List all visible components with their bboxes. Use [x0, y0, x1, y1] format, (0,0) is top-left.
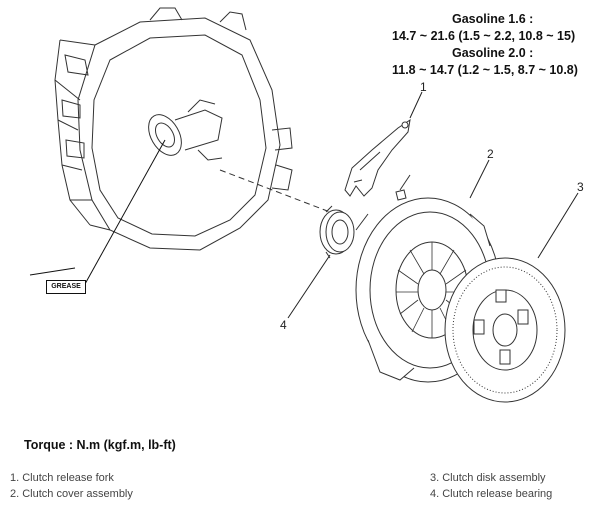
grease-tag: GREASE [46, 280, 86, 294]
callout-4: 4 [280, 318, 287, 332]
fork-bolt [395, 174, 411, 201]
callout-1: 1 [420, 80, 427, 94]
callout-2: 2 [487, 147, 494, 161]
clutch-exploded-diagram [29, 7, 579, 403]
legend-item-4: 4. Clutch release bearing [430, 488, 553, 500]
legend-item-1: 1. Clutch release fork [10, 472, 114, 484]
spec-gasoline-16-label: Gasoline 1.6 : [452, 12, 534, 26]
spec-gasoline-20-value: 11.8 ~ 14.7 (1.2 ~ 1.5, 8.7 ~ 10.8) [392, 63, 578, 77]
callout-3: 3 [577, 180, 584, 194]
transaxle-housing [54, 7, 293, 251]
spec-gasoline-16-value: 14.7 ~ 21.6 (1.5 ~ 2.2, 10.8 ~ 15) [392, 29, 576, 43]
legend-item-3: 3. Clutch disk assembly [430, 472, 546, 484]
torque-unit-note: Torque : N.m (kgf.m, lb-ft) [24, 438, 176, 452]
clutch-release-fork [344, 118, 411, 197]
spec-gasoline-20-label: Gasoline 2.0 : [452, 46, 534, 60]
clutch-release-bearing [319, 205, 355, 259]
clutch-disk-assembly [444, 257, 566, 403]
legend-item-2: 2. Clutch cover assembly [10, 488, 133, 500]
grease-leader-line [84, 139, 166, 285]
